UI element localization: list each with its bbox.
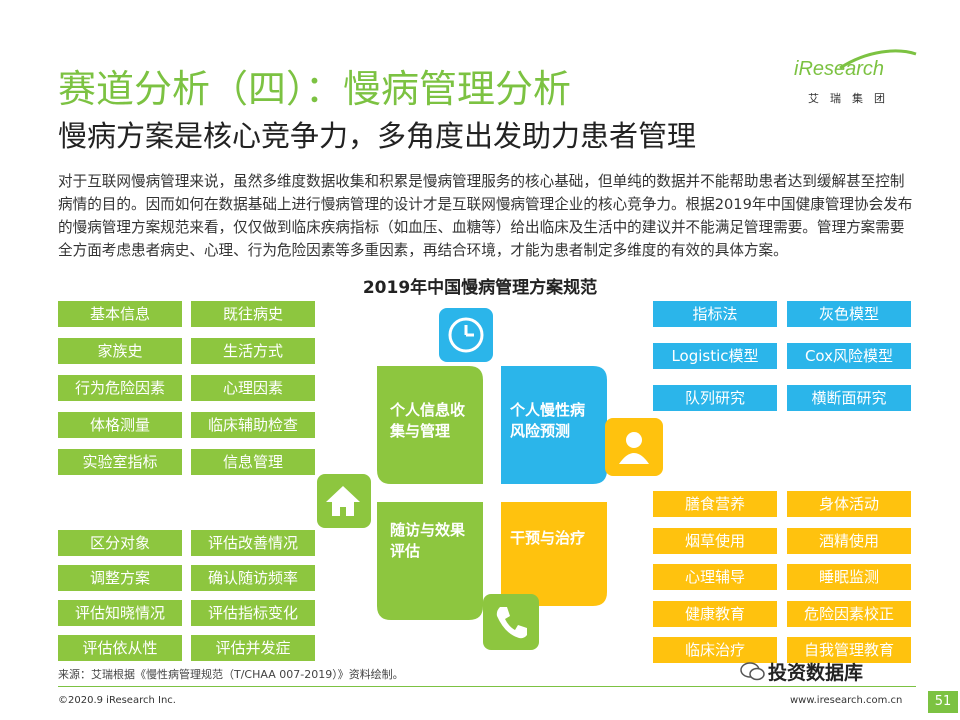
quadrant-top-left-label: 个人信息收集与管理 — [390, 401, 466, 440]
logo-swoosh-icon — [839, 49, 917, 70]
clock-icon — [448, 317, 484, 353]
blue-tag: 横断面研究 — [787, 385, 911, 411]
quadrant-bottom-right-shape — [501, 502, 607, 606]
green-tag: 家族史 — [58, 338, 182, 364]
quadrant-top-right-label: 个人慢性病风险预测 — [510, 401, 586, 440]
person-icon — [619, 432, 649, 464]
green-tag: 生活方式 — [191, 338, 315, 364]
quadrant-bottom-left-label: 随访与效果评估 — [390, 521, 466, 560]
yellow-tag: 临床治疗 — [653, 637, 777, 663]
logo: iResearch — [794, 58, 884, 81]
source-note: 来源：艾瑞根据《慢性病管理规范（T/CHAA 007-2019）》资料绘制。 — [58, 668, 404, 681]
green-tag: 评估知晓情况 — [58, 600, 182, 626]
blue-tag: Cox风险模型 — [787, 343, 911, 369]
logo-subtitle: 艾瑞集团 — [808, 92, 896, 105]
quadrant-top-left-shape — [377, 366, 483, 484]
blue-tag: 灰色模型 — [787, 301, 911, 327]
house-icon — [326, 486, 360, 516]
green-tag: 体格测量 — [58, 412, 182, 438]
green-tag: 确认随访频率 — [191, 565, 315, 591]
blue-tag: 指标法 — [653, 301, 777, 327]
logo-word: iResearch — [794, 58, 885, 80]
green-tag: 评估依从性 — [58, 635, 182, 661]
website-url: www.iresearch.com.cn — [790, 695, 903, 706]
green-tag: 信息管理 — [191, 449, 315, 475]
yellow-tag: 心理辅导 — [653, 564, 777, 590]
green-tag: 评估并发症 — [191, 635, 315, 661]
quadrant-bottom-left-shape — [377, 502, 483, 620]
green-tag: 评估指标变化 — [191, 600, 315, 626]
green-tag: 行为危险因素 — [58, 375, 182, 401]
diagram-title: 2019年中国慢病管理方案规范 — [362, 278, 598, 298]
page-subtitle: 慢病方案是核心竞争力，多角度出发助力患者管理 — [58, 119, 697, 153]
green-tag: 临床辅助检查 — [191, 412, 315, 438]
green-tag: 调整方案 — [58, 565, 182, 591]
yellow-tag: 身体活动 — [787, 491, 911, 517]
green-tag: 评估改善情况 — [191, 530, 315, 556]
yellow-tag: 睡眠监测 — [787, 564, 911, 590]
phone-icon — [496, 607, 527, 639]
yellow-tag: 酒精使用 — [787, 527, 911, 554]
watermark-text: 投资数据库 — [768, 662, 864, 684]
green-tag: 实验室指标 — [58, 449, 182, 475]
blue-tag: 队列研究 — [653, 385, 777, 411]
quadrant-diagram — [317, 308, 607, 650]
quadrant-bottom-right-label: 干预与治疗 — [510, 529, 586, 547]
page-title: 赛道分析（四）：慢病管理分析 — [58, 67, 572, 111]
green-tag: 心理因素 — [191, 375, 315, 401]
copyright: ©2020.9 iResearch Inc. — [58, 695, 176, 706]
footer-divider — [58, 686, 916, 687]
yellow-tag: 危险因素校正 — [787, 600, 911, 627]
wechat-icon — [740, 662, 765, 681]
page-number: 51 — [928, 691, 958, 713]
yellow-tag: 膳食营养 — [653, 491, 777, 517]
green-tag: 既往病史 — [191, 301, 315, 327]
blue-tag: Logistic模型 — [653, 343, 777, 369]
yellow-tag: 自我管理教育 — [787, 637, 911, 663]
yellow-tag: 烟草使用 — [653, 527, 777, 554]
green-tag: 基本信息 — [58, 301, 182, 327]
green-tag: 区分对象 — [58, 530, 182, 556]
yellow-tag: 健康教育 — [653, 600, 777, 627]
intro-paragraph: 对于互联网慢病管理来说，虽然多维度数据收集和积累是慢病管理服务的核心基础，但单纯… — [58, 173, 913, 259]
quadrant-top-right-shape — [501, 366, 607, 484]
